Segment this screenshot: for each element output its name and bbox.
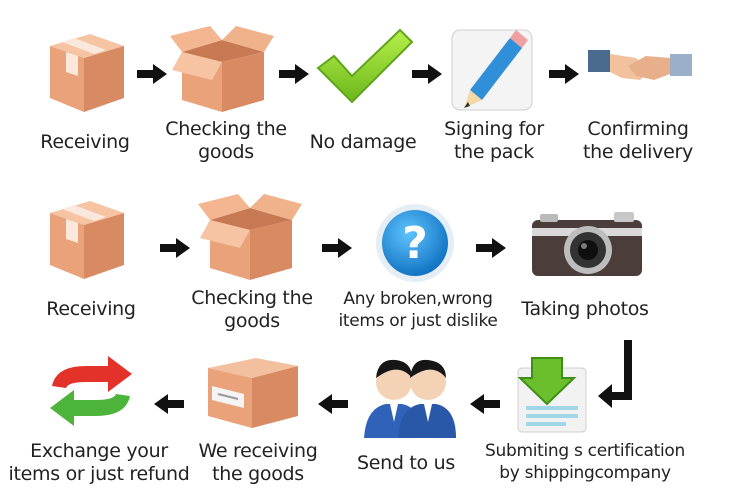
flow-arrow-right (322, 238, 352, 258)
sealed-box-icon (204, 352, 302, 430)
flow-arrow-down-left (598, 340, 638, 412)
step-label: No damage (309, 131, 417, 153)
flow-arrow-right (137, 64, 167, 84)
open-box-icon (170, 22, 274, 114)
camera-icon (530, 210, 644, 278)
flow-arrow-right (412, 64, 442, 84)
flow-arrow-left (318, 394, 348, 414)
question-mark-icon: ? (374, 202, 456, 284)
flow-arrow-right (160, 238, 190, 258)
open-box-icon (198, 190, 302, 282)
flow-arrow-right (549, 64, 579, 84)
step-label: Send to us (357, 452, 455, 474)
flow-arrow-left (470, 394, 500, 414)
flow-arrow-right (476, 238, 506, 258)
svg-text:?: ? (402, 218, 428, 269)
customer-service-icon (362, 352, 458, 438)
document-download-icon (512, 356, 592, 436)
closed-box-icon (44, 195, 128, 281)
flow-arrow-right (279, 64, 309, 84)
closed-box-icon (44, 28, 128, 114)
step-label: Receiving (40, 131, 130, 153)
step-label: Receiving (46, 298, 136, 320)
pencil-sign-icon (450, 24, 536, 112)
exchange-arrows-icon (46, 354, 136, 428)
handshake-icon (588, 40, 692, 100)
step-label: Taking photos (521, 298, 649, 320)
checkmark-icon (314, 26, 414, 106)
flow-arrow-left (154, 394, 184, 414)
